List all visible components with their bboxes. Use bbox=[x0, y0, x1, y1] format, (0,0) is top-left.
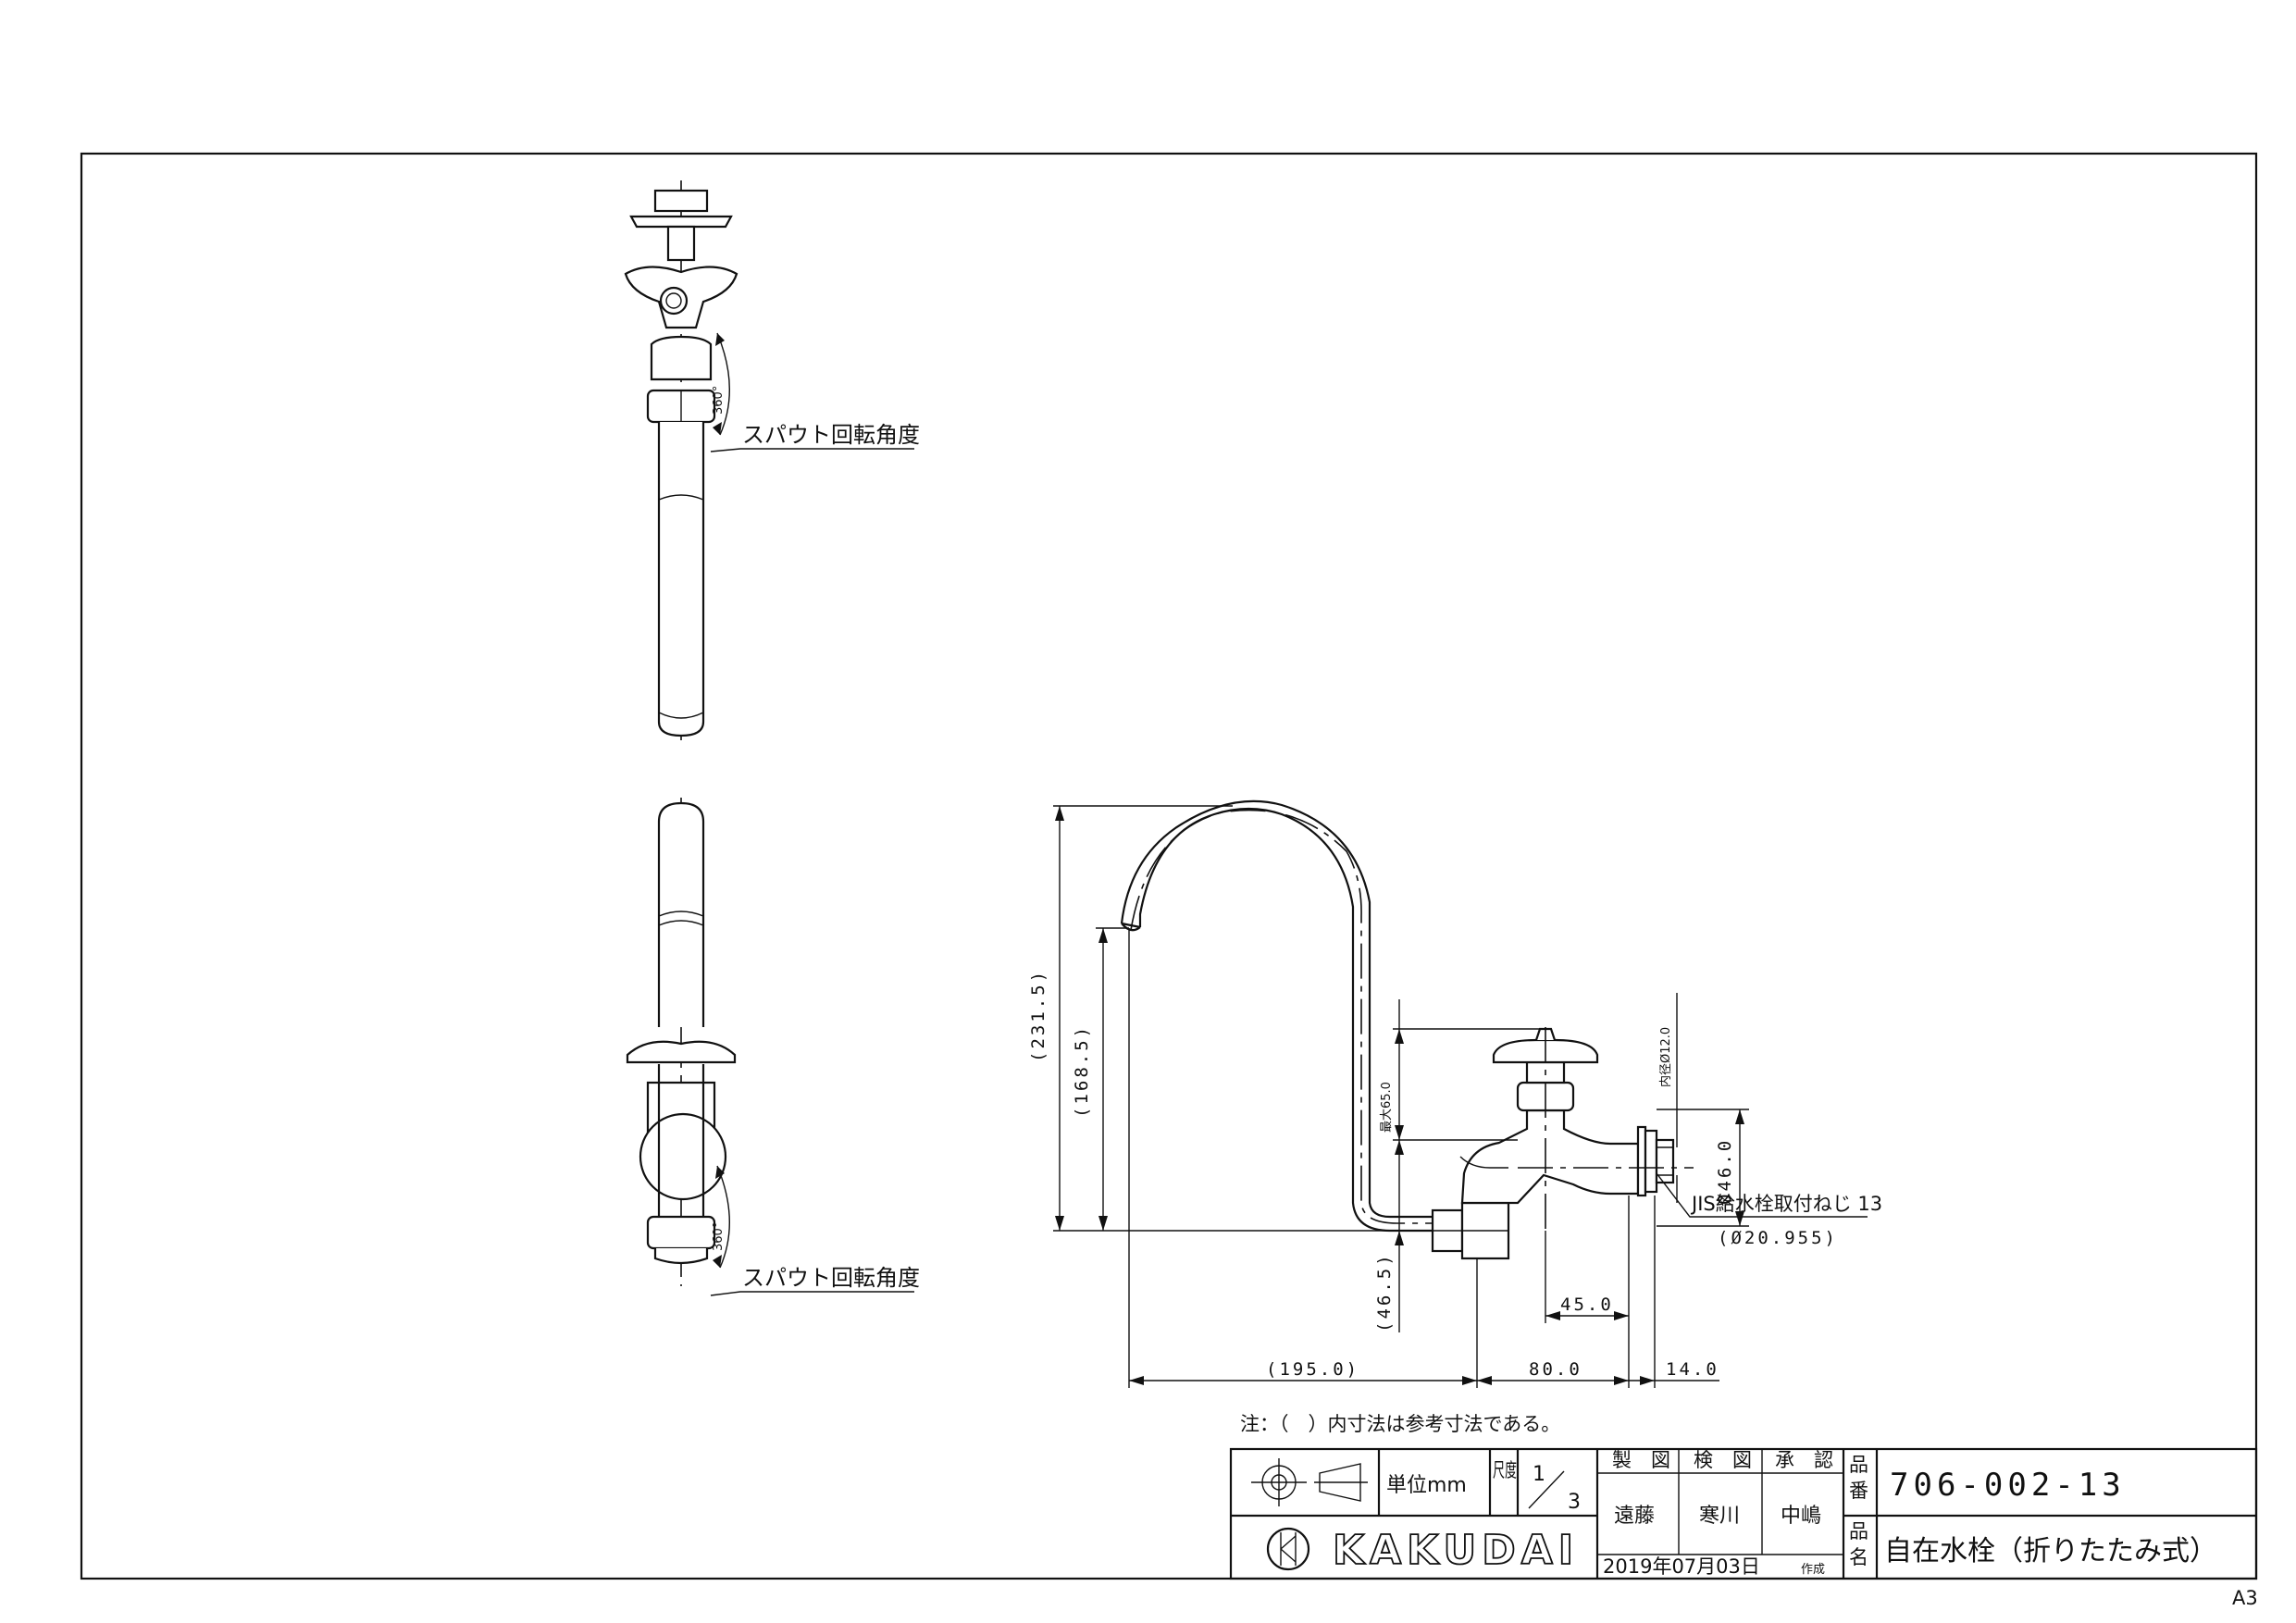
unit-label: 単位mm bbox=[1386, 1474, 1467, 1497]
title-block: 単位mm 尺度 1 3 製 図 検 図 承 認 遠藤 寒川 中嶋 2019年07… bbox=[1229, 1447, 2258, 1580]
rotation-angle-text-front: 360° bbox=[712, 1222, 726, 1251]
role-approver: 承 認 bbox=[1775, 1449, 1833, 1471]
name-drafter: 遠藤 bbox=[1614, 1505, 1655, 1528]
sheet-border bbox=[80, 152, 2258, 1580]
part-name-label-1: 品 bbox=[1849, 1520, 1868, 1542]
dim-offset: 45.0 bbox=[1560, 1295, 1614, 1315]
sheet-size: A3 bbox=[2232, 1587, 2258, 1609]
part-name: 自在水栓（折りたたみ式） bbox=[1884, 1535, 2217, 1567]
part-number: 706-002-13 bbox=[1890, 1467, 2126, 1504]
part-number-label-1: 品 bbox=[1849, 1454, 1868, 1476]
role-drafter: 製 図 bbox=[1612, 1449, 1670, 1471]
top-view: 360° スパウト回転角度 bbox=[624, 180, 920, 740]
date-suffix: 作成 bbox=[1801, 1563, 1825, 1577]
name-checker: 寒川 bbox=[1699, 1505, 1740, 1528]
kakudai-logo: KAKUDAI bbox=[1266, 1526, 1579, 1575]
spout-outer bbox=[1138, 807, 1433, 1233]
drawing-date: 2019年07月03日 bbox=[1603, 1555, 1760, 1578]
rotation-arrow-arc bbox=[716, 332, 730, 436]
name-approver: 中嶋 bbox=[1781, 1505, 1821, 1528]
dimensions: (231.5) (168.5) 最大65.0 (46.5) 内径Ø12.0 Ø4… bbox=[1028, 805, 1882, 1388]
role-checker: 検 図 bbox=[1694, 1449, 1752, 1471]
spout-rotation-label-top: スパウト回転角度 bbox=[742, 422, 920, 448]
front-view: 360° スパウト回転角度 bbox=[626, 798, 920, 1296]
dim-inner-diameter: 内径Ø12.0 bbox=[1658, 1027, 1673, 1087]
rotation-angle-text: 360° bbox=[712, 386, 726, 415]
dim-max-height: 最大65.0 bbox=[1380, 1082, 1394, 1133]
brand-wordmark: KAKUDAI bbox=[1333, 1527, 1579, 1574]
dim-spout-reach: (195.0) bbox=[1266, 1359, 1359, 1380]
scale-denominator: 3 bbox=[1568, 1491, 1581, 1514]
part-number-label-2: 番 bbox=[1849, 1480, 1868, 1502]
third-angle-projection-icon bbox=[1251, 1458, 1368, 1506]
dim-flange-diameter: Ø46.0 bbox=[1715, 1138, 1735, 1205]
reference-dimension-note: 注：（ ）内寸法は参考寸法である。 bbox=[1240, 1413, 1560, 1435]
jis-thread-label: JIS給水栓取付ねじ 13 bbox=[1690, 1193, 1882, 1215]
spout-rotation-label-front: スパウト回転角度 bbox=[742, 1265, 920, 1291]
part-name-label-2: 名 bbox=[1849, 1546, 1868, 1568]
dim-total-height: (231.5) bbox=[1028, 969, 1049, 1062]
dim-body-height: (46.5) bbox=[1374, 1252, 1395, 1332]
dim-flange-thickness: 14.0 bbox=[1666, 1359, 1719, 1380]
scale-label: 尺度 bbox=[1493, 1459, 1517, 1481]
dim-body-length: 80.0 bbox=[1529, 1359, 1582, 1380]
dim-spout-height: (168.5) bbox=[1072, 1024, 1092, 1118]
side-view bbox=[1120, 799, 1694, 1260]
thread-diameter-label: (Ø20.955) bbox=[1718, 1228, 1838, 1248]
scale-numerator: 1 bbox=[1533, 1463, 1545, 1486]
